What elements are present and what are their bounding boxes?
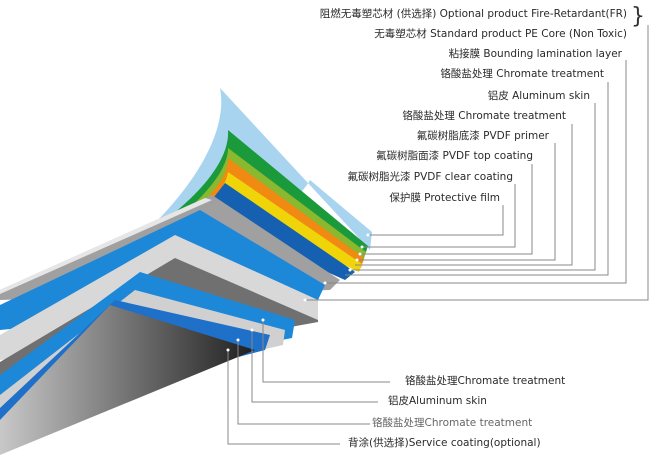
label-bottom-chromate-1: 铬酸盐处理Chromate treatment (405, 375, 566, 387)
label-aluminum-skin: 铝皮 Aluminum skin (487, 90, 590, 102)
label-pe-core: 无毒塑芯材 Standard product PE Core (Non Toxi… (374, 28, 627, 40)
label-bonding-layer: 粘接膜 Bounding lamination layer (448, 48, 622, 60)
brace-icon: } (631, 4, 645, 29)
label-chromate-1: 铬酸盐处理 Chromate treatment (440, 68, 604, 80)
top-leader-lines (305, 25, 649, 301)
label-pvdf-top: 氟碳树脂面漆 PVDF top coating (376, 150, 533, 162)
label-fr-core: 阻燃无毒塑芯材 (供选择) Optional product Fire-Reta… (319, 8, 627, 20)
bottom-leader-lines (227, 320, 390, 445)
label-pvdf-clear: 氟碳树脂光漆 PVDF clear coating (347, 171, 513, 183)
label-pvdf-primer: 氟碳树脂底漆 PVDF primer (416, 130, 549, 142)
label-protective-film: 保护膜 Protective film (389, 192, 500, 204)
label-bottom-aluminum-skin: 铝皮Aluminum skin (388, 395, 487, 407)
layer-service-coating (0, 305, 255, 455)
label-chromate-2: 铬酸盐处理 Chromate treatment (402, 110, 566, 122)
label-bottom-chromate-2: 铬酸盐处理Chromate treatment (372, 417, 533, 429)
layer-aluminum-top (200, 183, 355, 280)
label-service-coating: 背涂(供选择)Service coating(optional) (348, 437, 541, 449)
